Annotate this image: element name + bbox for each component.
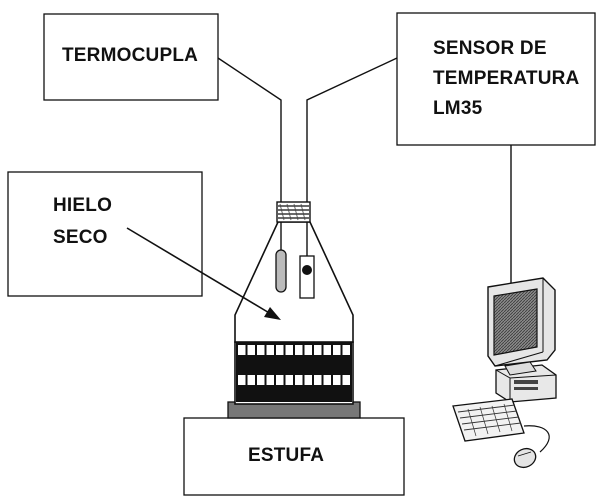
- thermocouple-wire: [217, 57, 282, 258]
- band-cell: [342, 345, 350, 355]
- sensor-label-line-2: TEMPERATURA: [433, 68, 580, 89]
- stove-label-text: ESTUFA: [248, 445, 325, 466]
- band-cell: [266, 375, 274, 385]
- stove-label: ESTUFA: [248, 442, 324, 469]
- band-cell: [238, 345, 246, 355]
- stove-box: [183, 417, 405, 496]
- band-cell: [342, 375, 350, 385]
- sensor-label-line-3: LM35: [433, 98, 483, 119]
- flask-shoulder: [234, 221, 354, 343]
- band-cell: [247, 345, 255, 355]
- band-cell: [323, 375, 331, 385]
- band-cell: [285, 375, 293, 385]
- dry-ice-label-line-1: HIELO: [53, 195, 113, 216]
- sensor-wire-to-flask: [306, 57, 398, 258]
- dry-ice-label: HIELO SECO: [53, 190, 112, 254]
- sensor-label: SENSOR DE TEMPERATURA LM35: [433, 34, 579, 124]
- band-cell: [238, 375, 246, 385]
- thermocouple-label: TERMOCUPLA: [62, 42, 198, 69]
- thermocouple-label-text: TERMOCUPLA: [62, 45, 199, 66]
- band-cell: [257, 345, 265, 355]
- band-cell: [304, 375, 312, 385]
- band-cell: [333, 375, 341, 385]
- band-cell: [304, 345, 312, 355]
- band-cell: [266, 345, 274, 355]
- band-cell: [314, 375, 322, 385]
- band-cell: [314, 345, 322, 355]
- sensor-label-box: [396, 12, 596, 146]
- thermocouple-probe: [275, 249, 287, 293]
- band-cell: [295, 345, 303, 355]
- band-cell: [276, 345, 284, 355]
- band-cell: [323, 345, 331, 355]
- band-cells: [236, 342, 352, 358]
- sensor-label-line-1: SENSOR DE: [433, 38, 547, 59]
- band-solid: [236, 358, 352, 372]
- dry-ice-label-line-2: SECO: [53, 227, 108, 248]
- band-cell: [333, 345, 341, 355]
- thermocouple-label-box: [43, 13, 219, 101]
- computer-icon: [452, 277, 557, 469]
- band-cell: [285, 345, 293, 355]
- band-cell: [257, 375, 265, 385]
- band-cells: [236, 372, 352, 388]
- band-cell: [276, 375, 284, 385]
- dry-ice-bands: [236, 342, 352, 402]
- band-solid: [236, 388, 352, 402]
- band-cell: [247, 375, 255, 385]
- dry-ice-label-box: [7, 171, 203, 297]
- lm35-sensor: [299, 255, 315, 299]
- dry-ice-arrow: [126, 227, 281, 320]
- band-cell: [295, 375, 303, 385]
